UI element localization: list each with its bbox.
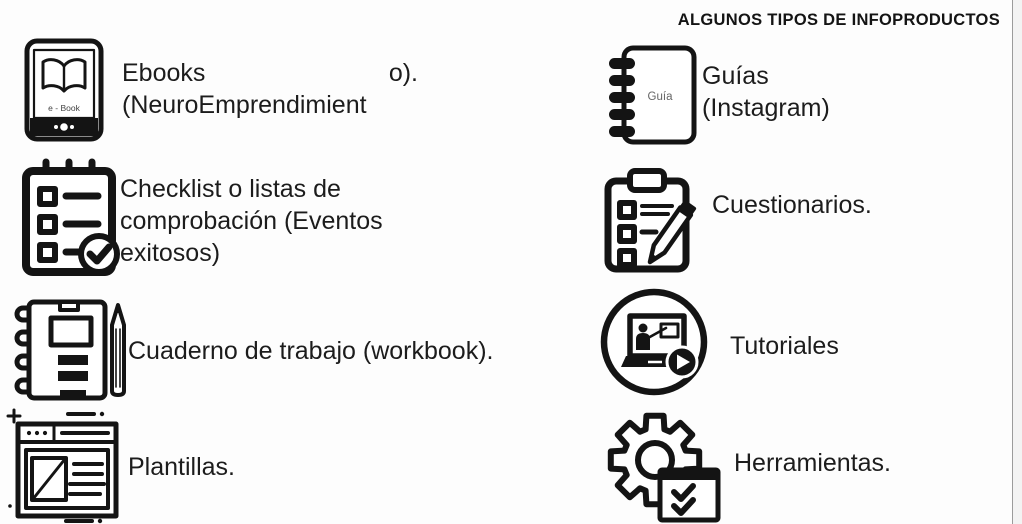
ebook-icon-label: e - Book — [48, 103, 80, 113]
label-guides-line2: (Instagram) — [702, 94, 830, 122]
questionnaire-clipboard-pencil-icon — [600, 166, 704, 274]
label-checklist: Checklist o listas de comprobación (Even… — [120, 175, 383, 267]
tools-gear-icon — [602, 409, 722, 524]
label-workbook: Cuaderno de trabajo (workbook). — [128, 337, 494, 365]
label-ebooks-line1-right: o). — [388, 59, 418, 87]
label-ebooks-line2: (NeuroEmprendimient — [122, 91, 367, 119]
frame-edge-line — [1012, 0, 1013, 524]
label-ebooks-line1-left: Ebooks — [122, 59, 206, 87]
label-guides: Guías (Instagram) — [702, 60, 830, 124]
label-questionnaires: Cuestionarios. — [712, 191, 872, 219]
label-templates: Plantillas. — [128, 453, 235, 481]
label-tools: Herramientas. — [734, 449, 891, 477]
tutorial-video-presenter-icon — [598, 286, 710, 398]
checklist-clipboard-icon — [16, 158, 122, 278]
browser-template-icon — [6, 408, 124, 524]
page-title: ALGUNOS TIPOS DE INFOPRODUCTOS — [677, 11, 1000, 29]
guide-notebook-icon: Guía — [604, 42, 698, 146]
label-ebooks: Ebooks o). (NeuroEmprendimient — [122, 57, 418, 121]
label-tutorials: Tutoriales — [730, 332, 839, 360]
right-gutter — [1013, 0, 1022, 524]
label-guides-line1: Guías — [702, 62, 769, 90]
guide-icon-label: Guía — [648, 91, 674, 103]
ebook-tablet-icon: e - Book — [20, 38, 108, 142]
workbook-pencil-icon — [14, 299, 130, 401]
